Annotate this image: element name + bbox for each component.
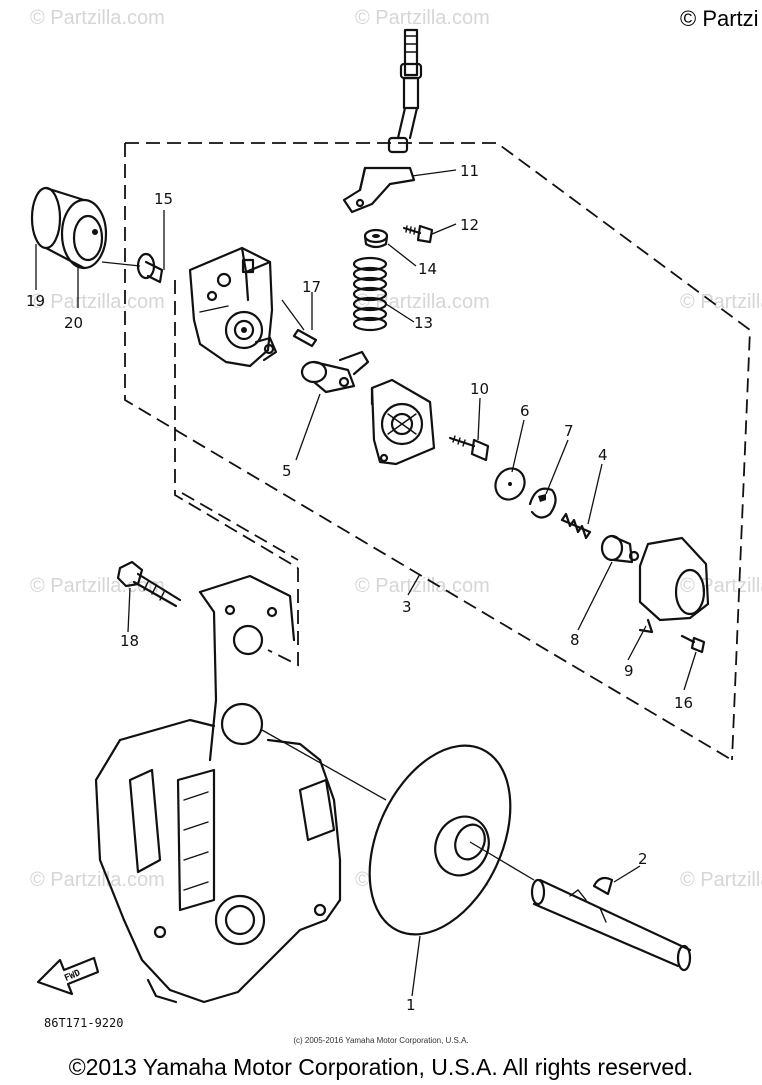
watermark: © Partzilla.com [680, 575, 762, 597]
governor-housing [188, 246, 278, 368]
part-4-spring [560, 512, 592, 540]
callout-3: 3 [402, 598, 412, 616]
crankcase-housing [94, 574, 342, 1004]
watermark: © Partzilla.com [30, 575, 165, 597]
callout-6: 6 [520, 402, 530, 420]
watermark: © Partzilla.com [680, 869, 762, 891]
part-15-pin [136, 252, 164, 284]
callout-7: 7 [564, 422, 574, 440]
part-17-pin [292, 328, 318, 348]
watermark: © Partzilla.com [30, 291, 165, 313]
watermark: © Partzilla.com [355, 7, 490, 29]
part-1-pulley [368, 744, 512, 936]
watermark: © Partzilla.com [680, 291, 762, 313]
callout-9: 9 [624, 662, 634, 680]
callout-5: 5 [282, 462, 292, 480]
part-20-plug [60, 198, 108, 270]
callout-20: 20 [64, 314, 83, 332]
watermark: © Partzilla.com [355, 575, 490, 597]
callout-16: 16 [674, 694, 693, 712]
throttle-cable [387, 28, 423, 154]
part-5-shaft [300, 350, 370, 394]
callout-13: 13 [414, 314, 433, 332]
part-18-bolt [116, 560, 182, 608]
callout-8: 8 [570, 631, 580, 649]
part-12-bolt [402, 224, 434, 244]
callout-4: 4 [598, 446, 608, 464]
part-11-bracket [342, 166, 416, 214]
callout-15: 15 [154, 190, 173, 208]
part-8-knob [600, 534, 640, 564]
connection-lines [101, 261, 535, 881]
part-7-clip [528, 487, 557, 519]
part-14-cap [363, 228, 389, 249]
callout-leaders [35, 169, 697, 997]
part-13-spring [352, 256, 388, 332]
callout-19: 19 [26, 292, 45, 310]
small-copyright: (c) 2005-2016 Yamaha Motor Corporation, … [293, 1036, 468, 1045]
watermark: © Partzilla.com [355, 291, 490, 313]
watermark: © Partzilla.com [30, 7, 165, 29]
corner-copyright-mark: © Partzi [680, 6, 759, 31]
assembly-outline [124, 142, 751, 761]
fwd-arrow: FWD [36, 956, 100, 996]
callout-18: 18 [120, 632, 139, 650]
watermark-layer: © Partzilla.com © Partzilla.com © Partzi… [30, 7, 762, 891]
callout-11: 11 [460, 162, 479, 180]
callout-labels: 1 2 3 4 5 6 7 8 9 10 11 12 13 14 15 16 1… [26, 162, 693, 1014]
callout-2: 2 [638, 850, 648, 868]
footer-copyright: ©2013 Yamaha Motor Corporation, U.S.A. A… [69, 1054, 694, 1080]
callout-12: 12 [460, 216, 479, 234]
callout-1: 1 [406, 996, 416, 1014]
callout-14: 14 [418, 260, 437, 278]
part-6-washer [494, 467, 526, 501]
diagram-code: 86T171-9220 [44, 1016, 123, 1030]
callout-17: 17 [302, 278, 321, 296]
callout-10: 10 [470, 380, 489, 398]
part-3-governor-body [370, 378, 436, 466]
part-10-bolt [448, 435, 490, 462]
watermark: © Partzilla.com [30, 869, 165, 891]
drive-shaft [530, 878, 692, 972]
part-16-screw [680, 634, 706, 654]
part-2-key [592, 876, 614, 896]
